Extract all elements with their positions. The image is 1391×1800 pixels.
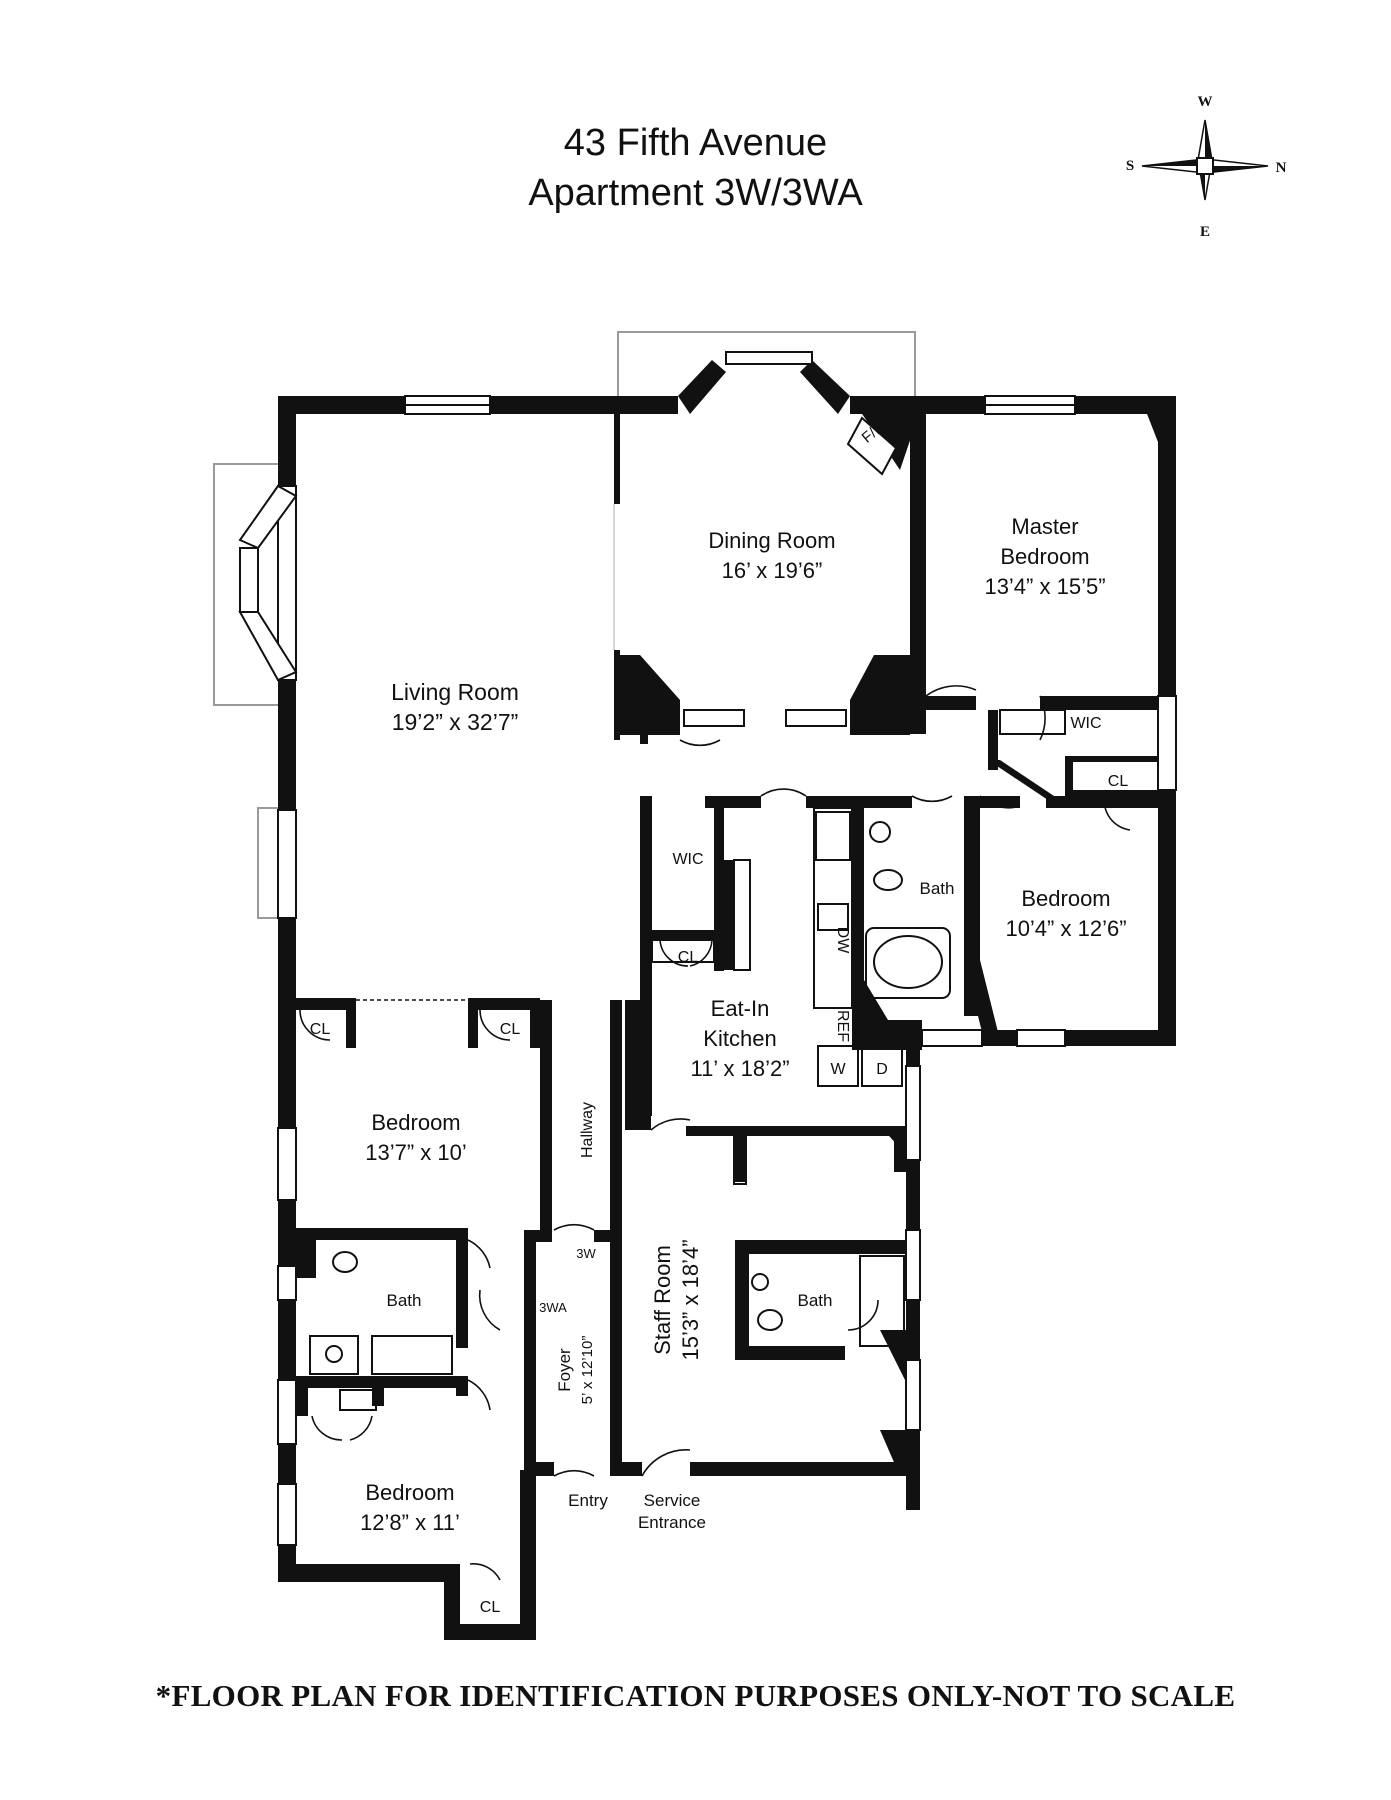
south-bedroom-dims: 12’8” x 11’ xyxy=(360,1510,460,1535)
living-bay-window xyxy=(238,484,298,682)
kitchen-wic-label: WIC xyxy=(672,851,703,868)
west-bath-label: Bath xyxy=(387,1291,422,1310)
foyer-name: Foyer xyxy=(555,1348,574,1392)
staff-room-dims: 15’3” x 18’4” xyxy=(678,1239,703,1360)
dining-room-dims: 16’ x 19’6” xyxy=(722,558,823,583)
balcony-outlines xyxy=(213,331,916,919)
kitchen-closet-label: CL xyxy=(678,949,699,966)
refrigerator-label: REF xyxy=(834,1010,851,1042)
master-bedroom-name-line1: Master xyxy=(1011,514,1078,539)
door-swings xyxy=(299,504,1131,1581)
staff-room-name: Staff Room xyxy=(650,1245,675,1355)
dryer-label: D xyxy=(876,1061,888,1078)
master-bedroom-name-line2: Bedroom xyxy=(1000,544,1089,569)
staff-bath-label: Bath xyxy=(798,1291,833,1310)
entry-label[interactable]: Entry xyxy=(568,1491,608,1510)
compass-rose-icon: W S N E xyxy=(1126,94,1287,240)
windows xyxy=(277,351,1177,1546)
service-entrance-label-line1[interactable]: Service xyxy=(644,1491,701,1510)
compass-north-label: N xyxy=(1276,160,1287,176)
compass-south-label: S xyxy=(1126,158,1134,174)
compass-east-label: E xyxy=(1200,224,1210,240)
fixtures xyxy=(309,416,1066,1411)
plan-title-address: 43 Fifth Avenue xyxy=(563,122,828,164)
hallway-name: Hallway xyxy=(579,1102,596,1158)
mid-bedroom-closet-right-label: CL xyxy=(500,1021,521,1038)
kitchen-name-line1: Eat-In xyxy=(711,996,770,1021)
living-room-name: Living Room xyxy=(391,679,519,705)
kitchen-name-line2: Kitchen xyxy=(703,1026,776,1051)
master-bedroom-dims: 13’4” x 15’5” xyxy=(984,574,1105,599)
service-entrance-label-line2[interactable]: Entrance xyxy=(638,1513,706,1532)
plan-title-apartment: Apartment 3W/3WA xyxy=(528,172,863,214)
unit-3wa-label: 3WA xyxy=(539,1300,567,1315)
master-closet-label: CL xyxy=(1108,773,1129,790)
foyer-dims: 5’ x 12’10” xyxy=(579,1336,596,1405)
south-bedroom-closet-label: CL xyxy=(480,1599,501,1616)
unit-3w-label: 3W xyxy=(576,1246,596,1261)
mid-bedroom-dims: 13’7” x 10’ xyxy=(365,1140,467,1165)
kitchen-bath-label: Bath xyxy=(920,879,955,898)
east-bedroom-name: Bedroom xyxy=(1021,886,1110,911)
dining-room-name: Dining Room xyxy=(708,528,835,553)
living-room-dims: 19’2” x 32’7” xyxy=(392,709,519,735)
mid-bedroom-closet-left-label: CL xyxy=(310,1021,331,1038)
master-wic-label: WIC xyxy=(1070,715,1101,732)
mid-bedroom-name: Bedroom xyxy=(371,1110,460,1135)
disclaimer-footer: *FLOOR PLAN FOR IDENTIFICATION PURPOSES … xyxy=(155,1678,1236,1713)
south-bedroom-name: Bedroom xyxy=(365,1480,454,1505)
walls xyxy=(278,360,1176,1640)
east-bedroom-dims: 10’4” x 12’6” xyxy=(1005,916,1126,941)
kitchen-dims: 11’ x 18’2” xyxy=(690,1056,789,1081)
dishwasher-label: DW xyxy=(834,927,851,955)
compass-west-label: W xyxy=(1198,94,1213,110)
washer-label: W xyxy=(830,1061,846,1078)
